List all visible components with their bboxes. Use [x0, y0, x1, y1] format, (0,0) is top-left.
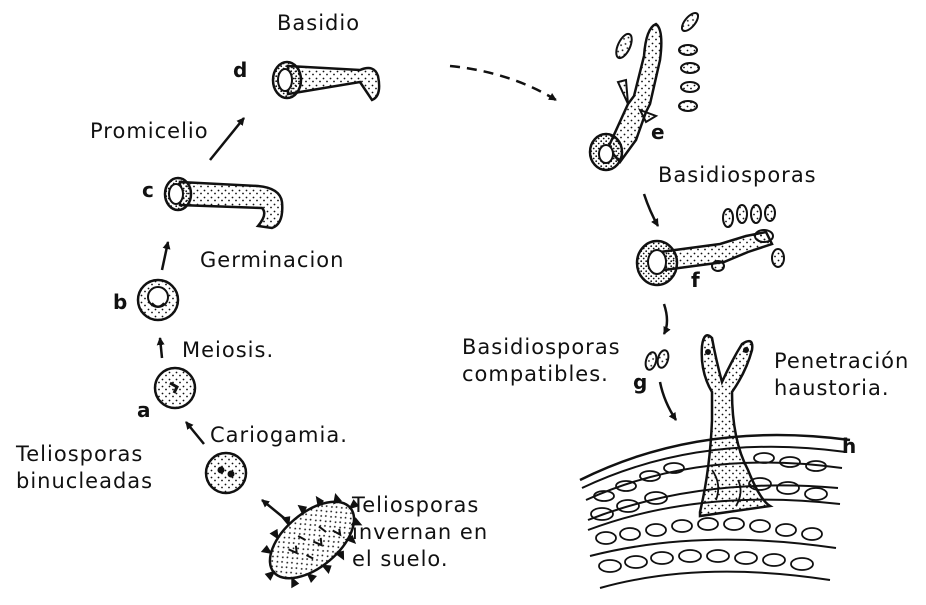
compatible-basidiospores [644, 349, 670, 371]
stage-letter-g: g [633, 370, 647, 394]
cycle-arrows [160, 66, 676, 518]
stage-letter-a: a [137, 398, 151, 422]
germinating-teliospore [165, 178, 282, 228]
label-teliosporas-binucleadas: Teliosporas binucleadas [16, 441, 153, 495]
arrow-to-basidiospores [644, 194, 658, 226]
basidiospore-germination [637, 205, 784, 285]
binucleate-teliospore [206, 453, 246, 493]
stage-letter-c: c [142, 178, 154, 202]
stage-letter-b: b [113, 290, 127, 314]
label-promicelio: Promicelio [90, 118, 209, 145]
arrow-to-compatible [664, 304, 667, 334]
arrow-to-sporulation [450, 66, 556, 100]
basidium [273, 62, 379, 100]
penetration-hypha [700, 335, 770, 516]
arrow-to-penetration [660, 382, 676, 420]
stage-letter-d: d [233, 58, 247, 82]
arrow-to-meiosis [160, 338, 162, 358]
label-basidio: Basidio [277, 10, 360, 37]
arrow-to-germination [162, 242, 168, 270]
arrow-to-basidium [210, 118, 244, 160]
sporulating-basidium [590, 10, 701, 170]
label-basidiosporas-compatibles: Basidiosporas compatibles. [462, 334, 621, 388]
stage-letter-e: e [651, 120, 665, 144]
label-germinacion: Germinacion [200, 247, 344, 274]
stage-letter-h: h [842, 434, 856, 458]
meiosis-teliospore [138, 280, 178, 320]
label-teliosporas-invernan: Teliosporas invernan en el suelo. [352, 492, 488, 573]
label-cariogamia: Cariogamia. [210, 422, 348, 449]
label-basidiosporas: Basidiosporas [658, 162, 817, 189]
karyogamy-teliospore [155, 368, 195, 408]
arrow-to-binucleate [262, 500, 284, 518]
arrow-to-karyogamy [186, 422, 204, 444]
stage-letter-f: f [691, 268, 700, 292]
label-penetracion-haustoria: Penetración haustoria. [774, 348, 909, 402]
label-meiosis: Meiosis. [182, 337, 274, 364]
